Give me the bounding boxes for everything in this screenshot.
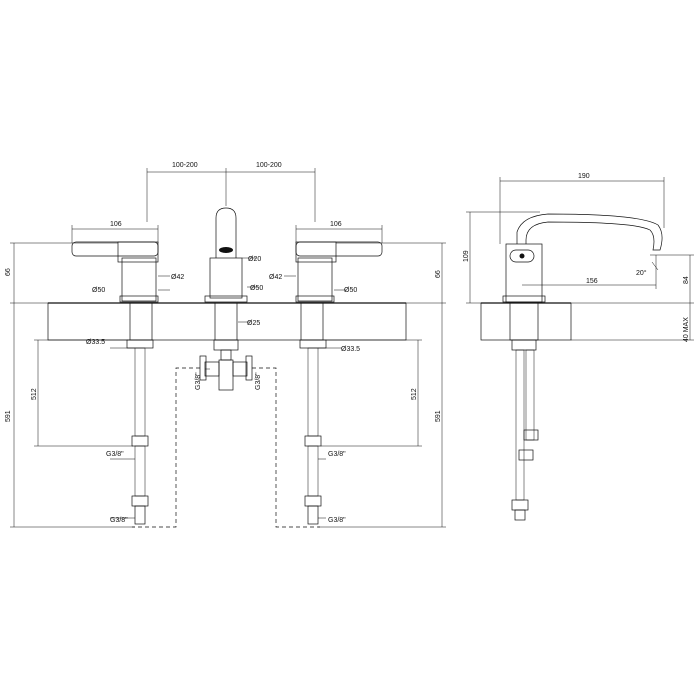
left-nut: [126, 339, 154, 349]
dim-spread-right: 100-200: [256, 162, 282, 169]
deck-slab-side: [480, 302, 572, 341]
dim-side-84: 84: [683, 276, 690, 284]
spout-side: [502, 213, 663, 303]
dimension-lines-side: [466, 177, 694, 341]
spout-front: [204, 207, 248, 303]
dim-thread-left-mid: G3/8": [106, 451, 124, 458]
right-hose: [304, 347, 322, 525]
deck-slab-front: [47, 302, 407, 341]
dim-height-left: 66: [5, 268, 12, 276]
dim-591-left: 591: [5, 410, 12, 422]
dim-dia25: Ø25: [247, 320, 260, 327]
dim-side-angle: 20°: [636, 269, 647, 277]
dim-spread-left: 100-200: [172, 162, 198, 169]
dim-side-40max: 40 MAX: [683, 317, 690, 342]
dim-side-190: 190: [578, 173, 590, 180]
dim-thread-right-mid: G3/8": [328, 451, 346, 458]
left-handle: [71, 241, 159, 303]
dimension-labels-side: 190 109 156 84 20° 40 MAX: [463, 173, 690, 342]
dim-dia335-right: Ø33.5: [341, 346, 360, 353]
side-nut: [511, 339, 537, 351]
dim-dia50-left: Ø50: [92, 287, 105, 294]
dimension-lines-front: [10, 168, 446, 528]
dim-591-right: 591: [435, 410, 442, 422]
right-nut: [299, 339, 327, 349]
dim-512-left: 512: [31, 388, 38, 400]
dimension-labels-front: 100-200 100-200 106 106 66 66 Ø42 Ø42 Ø5…: [5, 162, 442, 524]
dim-dia20: Ø20: [248, 256, 261, 263]
dim-dia50-right: Ø50: [344, 287, 357, 294]
hidden-hose-routing: [132, 367, 320, 528]
dim-dia42-left: Ø42: [171, 274, 184, 281]
front-view: 100-200 100-200 106 106 66 66 Ø42 Ø42 Ø5…: [5, 162, 446, 528]
spout-nut: [213, 339, 239, 351]
dim-512-right: 512: [411, 388, 418, 400]
side-view: 190 109 156 84 20° 40 MAX: [463, 173, 694, 521]
side-hoses: [511, 349, 539, 521]
dim-dia335-left: Ø33.5: [86, 339, 105, 346]
dim-handle-len-right: 106: [330, 221, 342, 228]
right-handle: [295, 241, 383, 303]
dim-thread-left-low: G3/8": [110, 517, 128, 524]
dim-handle-len-left: 106: [110, 221, 122, 228]
dim-thread-right-low: G3/8": [328, 517, 346, 524]
dim-thread-tee-right: G3/8": [255, 372, 262, 390]
dim-dia42-right: Ø42: [269, 274, 282, 281]
dim-side-156: 156: [586, 278, 598, 285]
tee-connector: [199, 349, 253, 391]
left-hose: [131, 347, 149, 525]
dim-thread-tee-left: G3/8": [195, 372, 202, 390]
dim-height-right: 66: [435, 270, 442, 278]
dim-dia50-center: Ø50: [250, 285, 263, 292]
dim-side-109: 109: [463, 250, 470, 262]
